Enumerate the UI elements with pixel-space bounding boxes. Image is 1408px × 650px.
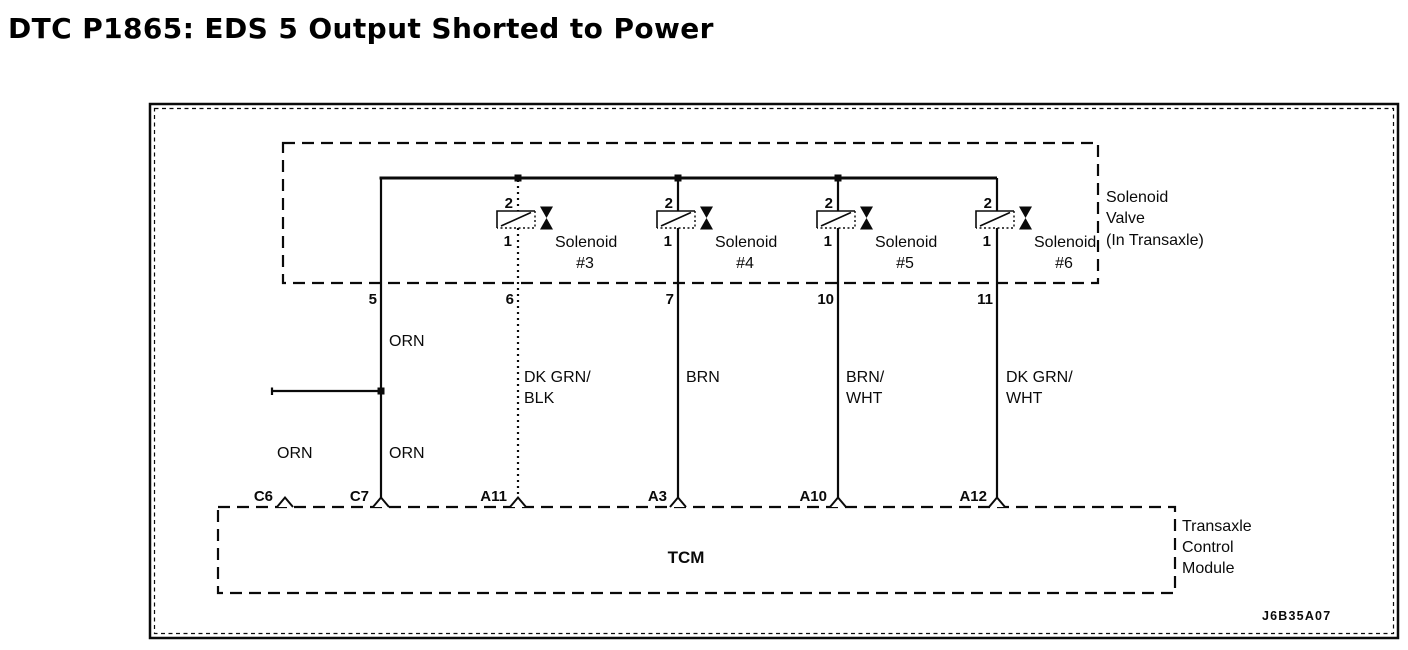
valve-bowtie-icon [540, 206, 553, 218]
connector-label-c7: C7 [350, 488, 369, 505]
diagram-frame [148, 102, 1400, 640]
case-pin-7: 7 [666, 291, 674, 308]
solenoid-4: 2 1 Solenoid #4 [656, 195, 777, 272]
connector-caret-a11 [509, 495, 527, 508]
wire-label-wht: WHT [846, 390, 883, 407]
solenoid-coil-icon [656, 210, 695, 228]
solenoid-6-pin-top: 2 [984, 195, 992, 212]
solenoid-coil-icon [976, 211, 1015, 229]
solenoid-valve-label-line2: Valve [1106, 210, 1145, 227]
solenoid-coil-icon [496, 210, 535, 228]
connector-caret-a3 [669, 495, 687, 508]
solenoid-6-pin-bottom: 1 [983, 233, 991, 250]
connector-label-a3: A3 [648, 488, 667, 505]
solenoid-coil-icon [497, 211, 536, 229]
solenoid-6-number: #6 [1055, 255, 1073, 272]
connector-label-a11: A11 [480, 488, 507, 505]
tcm-module-label-line1: Transaxle [1182, 518, 1252, 535]
solenoid-3-name: Solenoid [555, 234, 617, 251]
case-pin-6: 6 [506, 291, 514, 308]
tcm-module-label-line2: Control [1182, 539, 1234, 556]
solenoid-3-pin-top: 2 [505, 195, 513, 212]
figure-id: J6B35A07 [1262, 609, 1331, 623]
solenoid-valve-label-line3: (In Transaxle) [1106, 232, 1204, 249]
diagram-frame-dashed [153, 107, 1395, 635]
solenoid-5-pin-bottom: 1 [824, 233, 832, 250]
connector-caret-c7 [372, 495, 390, 508]
connector-label-a10: A10 [799, 488, 827, 505]
tcm-box [216, 505, 1177, 595]
solenoid-coil-icon [816, 210, 855, 228]
case-pin-5: 5 [369, 291, 377, 308]
solenoid-3-pin-bottom: 1 [504, 233, 512, 250]
solenoid-valve-box-label: Solenoid Valve (In Transaxle) [1106, 189, 1204, 249]
solenoid-4-number: #4 [736, 255, 754, 272]
wire-label-wht-2: WHT [1006, 390, 1043, 407]
junction-dot [377, 387, 385, 395]
tcm-module-label-line3: Module [1182, 560, 1235, 577]
page-title: DTC P1865: EDS 5 Output Shorted to Power [8, 12, 714, 45]
connector-caret-c6 [276, 495, 294, 508]
solenoid-5: 2 1 Solenoid #5 [816, 195, 937, 272]
valve-bowtie-icon [860, 218, 873, 230]
solenoid-5-name: Solenoid [875, 234, 937, 251]
solenoid-5-number: #5 [896, 255, 914, 272]
tcm-label: TCM [668, 548, 705, 567]
wire-label-orn-upper: ORN [389, 333, 425, 350]
solenoid-6-name: Solenoid [1034, 234, 1096, 251]
junction-dot [834, 174, 842, 182]
tcm-box-label: Transaxle Control Module [1182, 518, 1252, 577]
connector-label-a12: A12 [959, 488, 987, 505]
solenoid-4-pin-top: 2 [665, 195, 673, 212]
case-pin-10: 10 [817, 291, 834, 308]
valve-bowtie-icon [700, 218, 713, 230]
connector-label-c6: C6 [254, 488, 273, 505]
connector-caret-a10 [829, 495, 847, 508]
valve-bowtie-icon [1019, 206, 1032, 218]
solenoid-6: 2 1 Solenoid #6 [975, 195, 1096, 272]
solenoid-coil-slash-icon [500, 211, 532, 227]
junction-dot [514, 174, 522, 182]
solenoid-3-number: #3 [576, 255, 594, 272]
solenoid-4-name: Solenoid [715, 234, 777, 251]
solenoid-coil-slash-icon [979, 211, 1011, 227]
wire-label-orn-branch: ORN [277, 445, 313, 462]
solenoid-3: 2 1 Solenoid #3 [496, 195, 617, 272]
solenoid-valve-box [281, 141, 1100, 285]
valve-bowtie-icon [700, 206, 713, 218]
wire-label-orn-lower: ORN [389, 445, 425, 462]
case-pin-11: 11 [977, 291, 993, 308]
junction-dot [674, 174, 682, 182]
solenoid-coil-icon [975, 210, 1014, 228]
valve-bowtie-icon [1019, 218, 1032, 230]
solenoid-coil-slash-icon [660, 211, 692, 227]
wire-label-blk: BLK [524, 390, 555, 407]
solenoid-4-pin-bottom: 1 [664, 233, 672, 250]
wire-label-dk-grn-2: DK GRN/ [1006, 369, 1073, 386]
valve-bowtie-icon [540, 218, 553, 230]
wire-label-dk-grn: DK GRN/ [524, 369, 591, 386]
solenoid-coil-icon [657, 211, 696, 229]
solenoid-5-pin-top: 2 [825, 195, 833, 212]
wire-label-brn: BRN [686, 369, 720, 386]
solenoid-valve-label-line1: Solenoid [1106, 189, 1168, 206]
connector-caret-a12 [988, 495, 1006, 508]
solenoid-coil-icon [817, 211, 856, 229]
solenoid-coil-slash-icon [820, 211, 852, 227]
valve-bowtie-icon [860, 206, 873, 218]
wire-label-brn-2: BRN/ [846, 369, 885, 386]
